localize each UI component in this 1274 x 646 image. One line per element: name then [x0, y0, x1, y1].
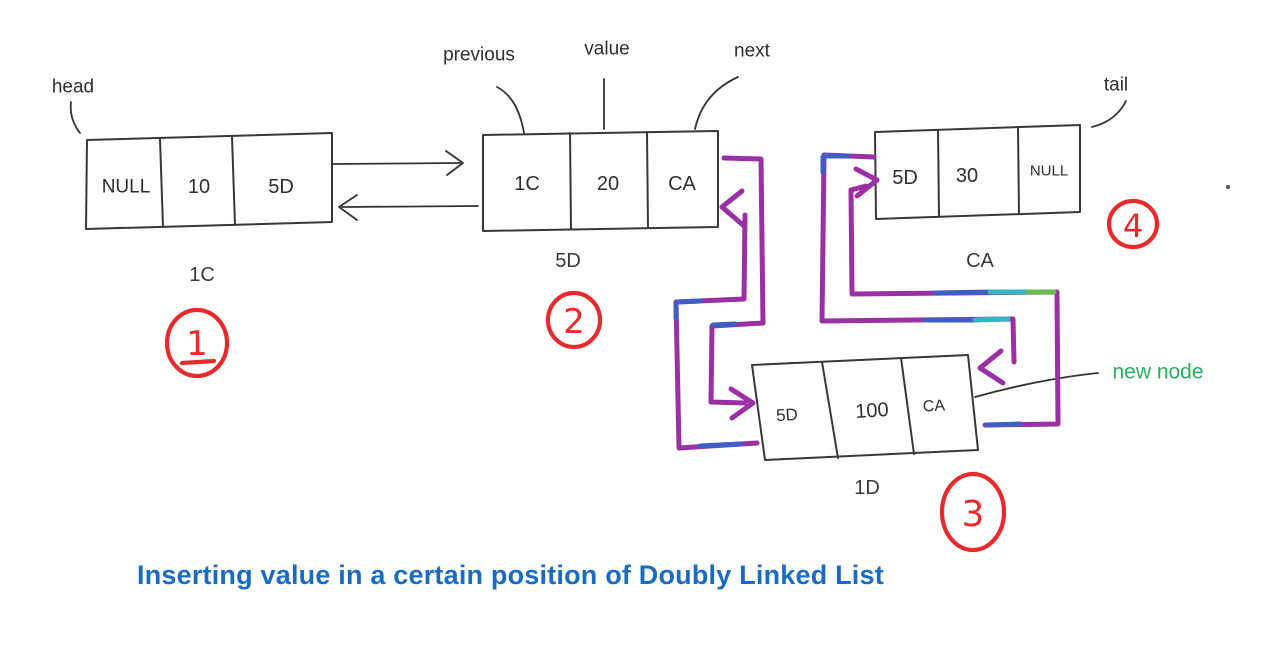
node-1d-value-cell: 100 — [854, 399, 890, 423]
node-5d-divider-1 — [569, 132, 572, 230]
step-number-3: 3 — [962, 494, 985, 535]
node-1d-divider-2 — [900, 357, 915, 455]
pointer-new-node-next-to-ca — [848, 166, 1061, 428]
node-1c-divider-1 — [159, 138, 164, 228]
pointer-arrowhead — [977, 348, 1006, 386]
new-node-label: new node — [1112, 360, 1204, 384]
node-ca-next-cell: NULL — [1029, 162, 1069, 180]
node-1d-divider-1 — [821, 361, 839, 459]
node-ca-value-cell: 30 — [955, 165, 979, 187]
node-ca-divider-1 — [937, 129, 940, 217]
node-1c-next-cell: 5D — [268, 176, 294, 198]
step-circle-4: 4 — [1106, 198, 1160, 250]
pointer-arrowhead — [853, 166, 880, 199]
node-5d-next-cell: CA — [668, 173, 696, 195]
previous-label-connector — [496, 86, 525, 134]
next-label: next — [734, 40, 770, 62]
head-label-connector — [69, 101, 81, 134]
node-1c-address: 1C — [189, 264, 215, 286]
step-circle-3: 3 — [939, 471, 1007, 553]
head-label: head — [51, 76, 95, 98]
node-1c-value-cell: 10 — [187, 176, 211, 198]
node-ca-divider-2 — [1017, 126, 1020, 215]
node-1c-divider-2 — [231, 136, 236, 226]
new-node-label-connector — [974, 372, 1099, 398]
node-1d-next-cell: CA — [922, 397, 946, 416]
diagram-title: Inserting value in a certain position of… — [137, 560, 884, 590]
node-5d-address: 5D — [555, 250, 581, 272]
step-circle-1: 1 — [164, 307, 230, 379]
node-5d-prev-cell: 1C — [514, 173, 540, 195]
pointer-arrowhead — [719, 188, 746, 228]
node-1c-prev-cell: NULL — [101, 176, 151, 198]
arrow-1c-next-to-5d — [331, 150, 464, 176]
step-number-1: 1 — [186, 324, 208, 364]
step-number-2: 2 — [563, 302, 585, 342]
value-label: value — [584, 38, 630, 60]
pointer-5d-next-to-new-node — [708, 155, 766, 421]
node-ca-box — [874, 124, 1081, 220]
node-5d-box — [482, 130, 719, 232]
pointer-arrowhead — [728, 386, 756, 421]
next-label-connector — [694, 76, 739, 130]
stray-dot — [1226, 185, 1230, 189]
arrow-5d-prev-to-1c — [338, 194, 479, 221]
tail-label: tail — [1103, 74, 1129, 96]
node-5d-divider-2 — [646, 131, 649, 229]
node-1d-address: 1D — [854, 477, 880, 499]
previous-label: previous — [443, 44, 515, 66]
node-ca-prev-cell: 5D — [892, 167, 918, 189]
step-1-underline — [179, 358, 217, 366]
node-1d-box — [751, 354, 979, 461]
step-number-4: 4 — [1123, 207, 1143, 245]
node-ca-address: CA — [966, 250, 994, 272]
node-5d-value-cell: 20 — [596, 173, 620, 195]
node-1d-prev-cell: 5D — [775, 404, 799, 426]
tail-label-connector — [1091, 100, 1127, 128]
step-circle-2: 2 — [545, 290, 603, 350]
pointer-color-accents — [673, 153, 1057, 449]
node-1c-box — [85, 132, 333, 230]
